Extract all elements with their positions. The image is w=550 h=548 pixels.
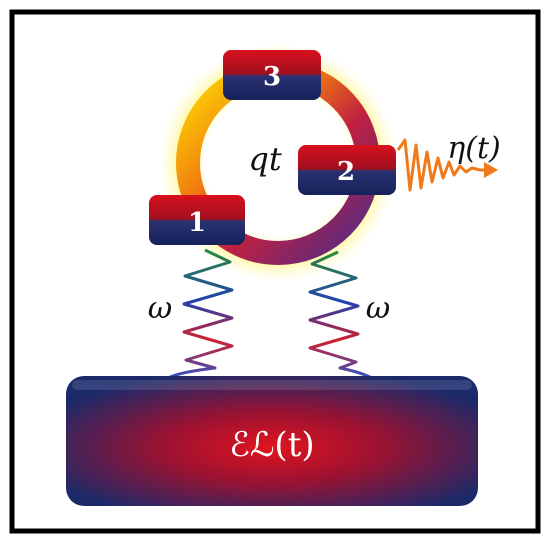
emission-wave — [396, 138, 486, 192]
qubit-label-1: 1 — [188, 208, 206, 238]
coupling-label-right: ω — [366, 291, 390, 326]
ring-label: qt — [248, 140, 281, 178]
qubit-box-3: 3 — [223, 50, 321, 100]
emission-arrowhead — [484, 162, 498, 178]
qubit-box-1: 1 — [149, 195, 245, 245]
coupling-spring-right — [308, 250, 373, 380]
emission-label: η(t) — [447, 131, 500, 166]
coupling-spring-left — [167, 248, 234, 380]
environment-box: ℰℒ(t) — [66, 376, 478, 506]
qubit-label-3: 3 — [263, 62, 281, 92]
coupling-label-left: ω — [148, 291, 172, 326]
qubit-box-2: 2 — [298, 145, 396, 195]
environment-label: ℰℒ(t) — [229, 425, 314, 465]
qubit-label-2: 2 — [337, 157, 355, 187]
